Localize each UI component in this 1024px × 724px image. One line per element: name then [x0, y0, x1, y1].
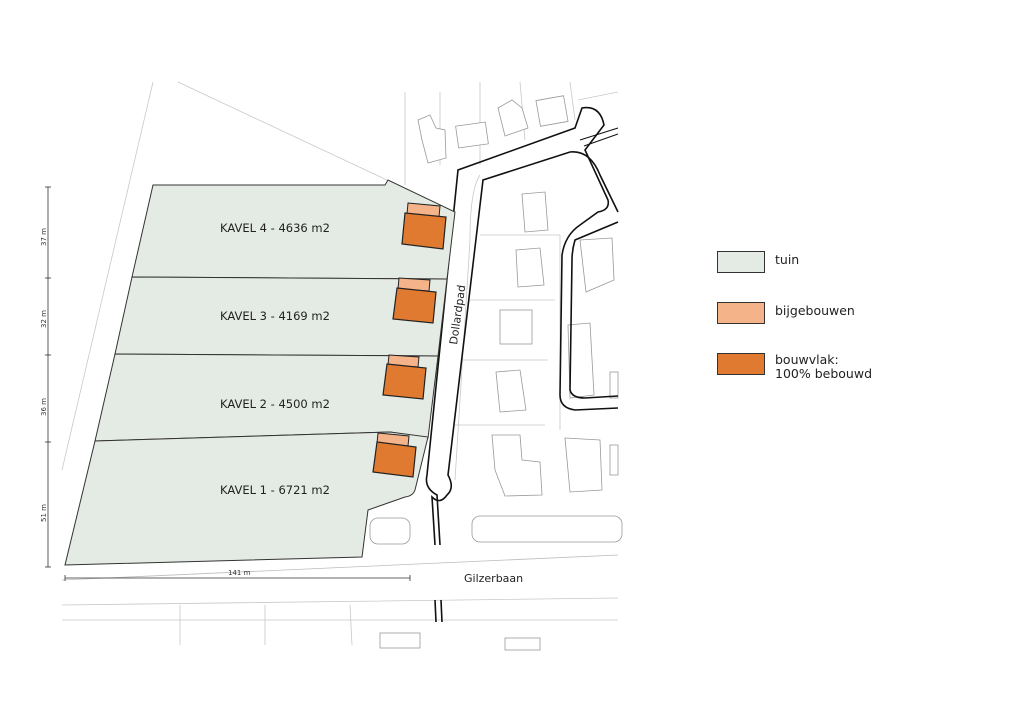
legend-item-tuin: tuin	[717, 251, 799, 273]
background-parcels	[61, 81, 619, 646]
legend-label: 100% bebouwd	[775, 366, 872, 381]
building-kavel-2	[382, 363, 427, 400]
plots	[64, 179, 456, 566]
legend-label: tuin	[775, 252, 800, 267]
plot-label: KAVEL 3 - 4169 m2	[220, 309, 330, 323]
neighbouring-houses	[369, 95, 623, 651]
horizontal-dimension	[64, 575, 411, 581]
building-kavel-4	[401, 212, 447, 250]
building-kavel-1	[372, 441, 417, 478]
plot-label: KAVEL 2 - 4500 m2	[220, 397, 330, 411]
dimension-label: 141 m	[228, 569, 251, 577]
buildings	[372, 202, 447, 478]
legend-swatch-bouwvlak	[717, 353, 765, 375]
legend-item-bouwvlak: bouwvlak: 100% bebouwd	[717, 353, 872, 381]
street-label-gilzerbaan: Gilzerbaan	[464, 572, 523, 585]
plot-label: KAVEL 1 - 6721 m2	[220, 483, 330, 497]
roads	[425, 106, 619, 623]
plot-kavel-1[interactable]	[64, 431, 429, 566]
legend-label: bijgebouwen	[775, 303, 855, 318]
gilzerbaan-edge	[61, 554, 619, 581]
legend-label: bouwvlak:	[775, 352, 839, 367]
legend-swatch-bijgebouwen	[717, 302, 765, 324]
dimension-label: 51 m	[40, 504, 48, 522]
vertical-dimension	[45, 186, 51, 568]
dimension-label: 36 m	[40, 398, 48, 416]
legend-swatch-tuin	[717, 251, 765, 273]
building-kavel-3	[392, 287, 437, 324]
dimension-label: 32 m	[40, 310, 48, 328]
legend-item-bijgebouwen: bijgebouwen	[717, 302, 855, 324]
dimension-label: 37 m	[40, 228, 48, 246]
plot-label: KAVEL 4 - 4636 m2	[220, 221, 330, 235]
